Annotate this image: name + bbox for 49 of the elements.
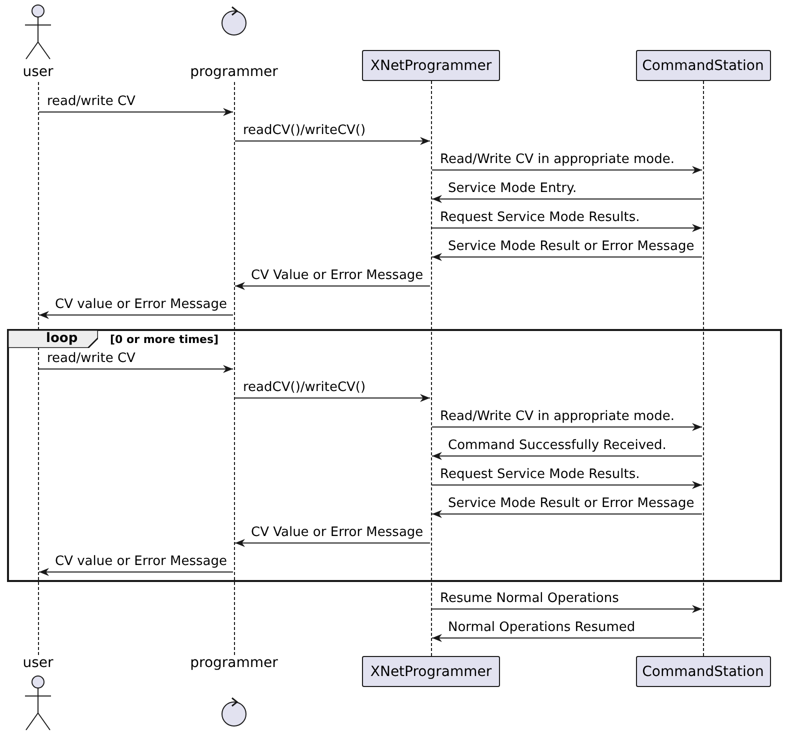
message-label: Request Service Mode Results. xyxy=(440,210,640,225)
message-arrow xyxy=(38,365,234,373)
message-label: Resume Normal Operations xyxy=(440,591,619,606)
message-label: Read/Write CV in appropriate mode. xyxy=(440,152,674,167)
participant-label: user xyxy=(22,64,54,80)
participant-label: programmer xyxy=(189,655,279,671)
message-label: CV value or Error Message xyxy=(55,297,227,312)
message-arrow xyxy=(432,605,702,613)
loop-condition: [0 or more times] xyxy=(110,333,219,346)
message-arrow xyxy=(432,423,702,431)
message-label: Normal Operations Resumed xyxy=(448,620,636,635)
participant-box: CommandStation xyxy=(636,656,770,687)
message-label: Service Mode Result or Error Message xyxy=(448,496,694,511)
message-arrow xyxy=(432,634,702,642)
message-arrow xyxy=(234,282,430,290)
message-arrow xyxy=(38,568,234,576)
participant-box: CommandStation xyxy=(636,50,770,81)
message-arrow xyxy=(234,539,430,547)
participant-label: user xyxy=(22,655,54,671)
message-label: readCV()/writeCV() xyxy=(243,123,366,138)
message-label: read/write CV xyxy=(47,94,136,109)
message-arrow xyxy=(38,108,234,116)
participant-box: XNetProgrammer xyxy=(362,50,500,81)
message-label: Request Service Mode Results. xyxy=(440,467,640,482)
message-arrow xyxy=(432,510,702,518)
message-label: CV Value or Error Message xyxy=(251,268,424,283)
message-arrow xyxy=(38,311,234,319)
message-arrow xyxy=(432,166,702,174)
message-label: Read/Write CV in appropriate mode. xyxy=(440,409,674,424)
loop-tab: loop xyxy=(8,330,98,348)
message-label: readCV()/writeCV() xyxy=(243,380,366,395)
message-arrow xyxy=(432,481,702,489)
participant-box: XNetProgrammer xyxy=(362,656,500,687)
message-label: Command Successfully Received. xyxy=(448,438,666,453)
message-label: Service Mode Result or Error Message xyxy=(448,239,694,254)
lifeline xyxy=(702,81,704,656)
message-arrow xyxy=(432,224,702,232)
message-label: CV value or Error Message xyxy=(55,554,227,569)
message-label: CV Value or Error Message xyxy=(251,525,424,540)
participant-label: programmer xyxy=(189,64,279,80)
lifeline xyxy=(430,81,432,656)
lifeline xyxy=(234,82,236,655)
message-arrow xyxy=(432,195,702,203)
message-arrow xyxy=(432,452,702,460)
message-arrow xyxy=(234,394,430,402)
message-label: read/write CV xyxy=(47,351,136,366)
message-label: Service Mode Entry. xyxy=(448,181,577,196)
message-arrow xyxy=(432,253,702,261)
message-arrow xyxy=(234,137,430,145)
